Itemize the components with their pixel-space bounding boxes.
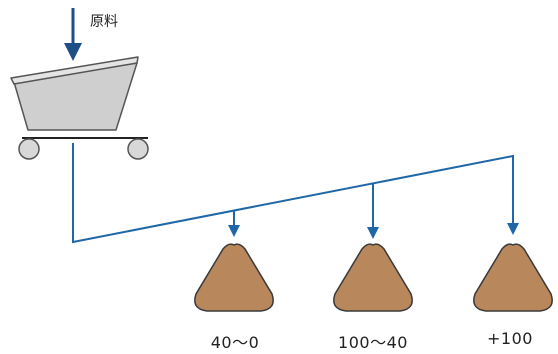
product-size-label-fine: 40〜0 [210,333,260,352]
screen-wheel-left [18,138,40,160]
screen-top-rim [10,56,139,85]
product-pile-1 [194,243,274,312]
material-label: 原料 [90,14,118,30]
vibrating-screen [10,56,149,160]
screen-wheel-right [127,138,149,160]
product-size-label-medium: 100〜40 [338,333,408,352]
product-pile-3 [473,243,553,312]
main-flow-line [72,143,514,244]
product-pile-2 [333,243,413,312]
product-piles [194,243,553,312]
product-size-label-coarse: +100 [487,329,533,348]
flow-lines [72,143,519,244]
